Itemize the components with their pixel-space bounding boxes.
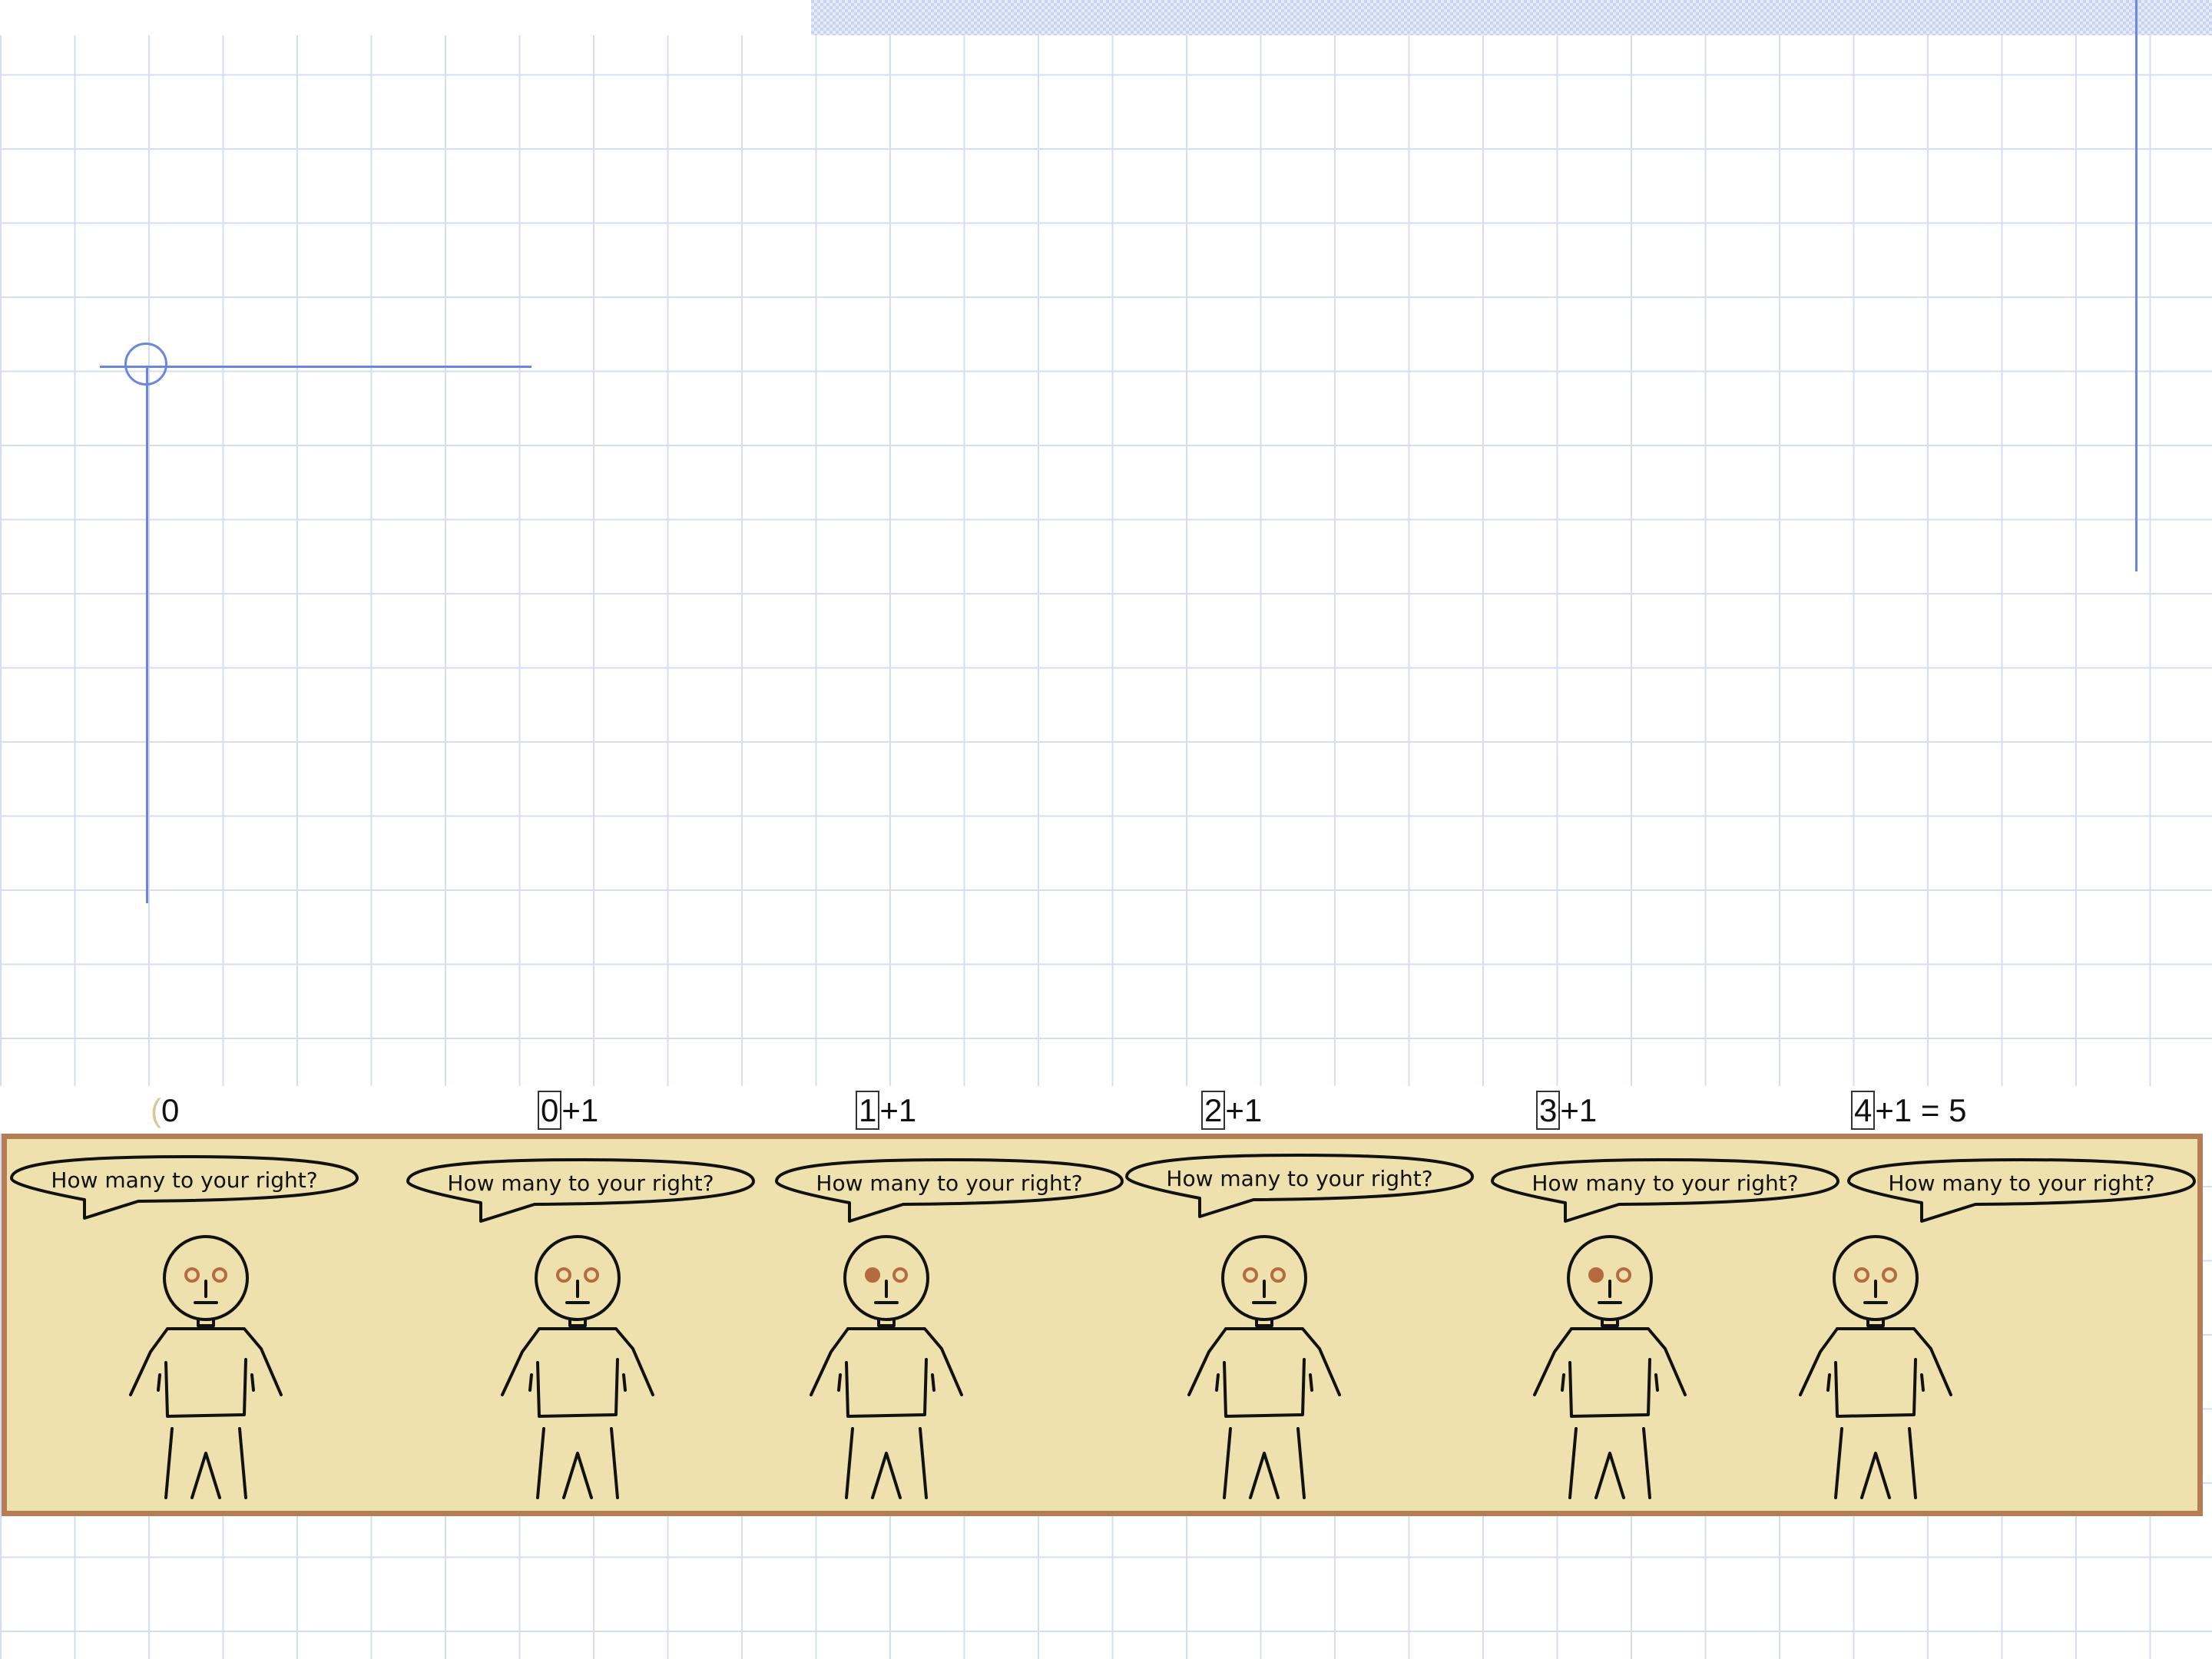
left-eye [1854,1267,1869,1283]
head [535,1235,621,1321]
count-label-6: 4+1 = 5 [1851,1088,1966,1134]
hands [1561,1373,1659,1392]
torso [536,1358,619,1418]
count-label-3: 1+1 [856,1088,916,1134]
torso [1223,1358,1306,1418]
torso [845,1358,928,1418]
header-blank [0,0,811,35]
speech-text: How many to your right? [1888,1171,2154,1196]
legs [1223,1427,1306,1499]
figures-canvas: How many to your right? How many to your … [10,1154,2196,1499]
legs [536,1427,619,1499]
arms [810,1327,963,1396]
count-label-4: 2+1 [1201,1088,1262,1134]
face-lines [1252,1280,1277,1304]
face-lines [194,1280,218,1304]
face-lines [565,1280,590,1304]
right-eye [212,1267,227,1283]
speech-bubble [1491,1158,1839,1223]
hands [837,1373,935,1392]
torso [1834,1358,1917,1418]
face-lines [874,1280,899,1304]
left-eye [865,1267,880,1283]
head [1833,1235,1919,1321]
speech-text: How many to your right? [1532,1171,1798,1196]
speech-bubble [1847,1158,2196,1223]
neck [1255,1318,1273,1327]
speech-text: How many to your right? [816,1171,1082,1196]
face-lines [1863,1280,1888,1304]
left-eye [184,1267,200,1283]
arms [1799,1327,1952,1396]
legs [1568,1427,1651,1499]
label-strip [0,1086,2212,1134]
neck [1866,1318,1885,1327]
legs [1834,1427,1917,1499]
speech-bubble [406,1158,755,1223]
head [163,1235,249,1321]
legs [845,1427,928,1499]
crosshair-circle-icon [124,343,167,386]
arms [1187,1327,1341,1396]
head [843,1235,929,1321]
left-eye [1588,1267,1604,1283]
count-label-5: 3+1 [1536,1088,1597,1134]
header-pattern-band [811,0,2212,35]
right-eye [584,1267,599,1283]
torso [1568,1358,1651,1418]
legs [164,1427,247,1499]
speech-text: How many to your right? [1166,1166,1432,1191]
neck [1601,1318,1619,1327]
head [1221,1235,1307,1321]
neck [197,1318,215,1327]
left-eye [556,1267,571,1283]
left-horizontal-rule [100,366,531,368]
torso [164,1358,247,1418]
speech-text: How many to your right? [447,1171,714,1196]
hands [1826,1373,1925,1392]
right-eye [1616,1267,1631,1283]
figures-panel [2,1134,2203,1516]
right-eye [1882,1267,1897,1283]
face-lines [1598,1280,1622,1304]
arms [501,1327,654,1396]
speech-bubble [1125,1154,1474,1218]
right-eye [892,1267,908,1283]
arms [1533,1327,1687,1396]
count-label-2: 0+1 [538,1088,598,1134]
neck [568,1318,587,1327]
hands [528,1373,627,1392]
head [1567,1235,1653,1321]
hands [157,1373,255,1392]
hands [1215,1373,1313,1392]
count-label-1: (0 [151,1092,180,1128]
neck [877,1318,896,1327]
left-eye [1243,1267,1258,1283]
speech-bubble [775,1158,1124,1223]
speech-bubble [10,1155,359,1220]
right-eye [1270,1267,1286,1283]
right-vertical-rule [2135,0,2137,571]
left-vertical-rule [146,367,148,903]
arms [129,1327,283,1396]
speech-text: How many to your right? [51,1167,317,1193]
